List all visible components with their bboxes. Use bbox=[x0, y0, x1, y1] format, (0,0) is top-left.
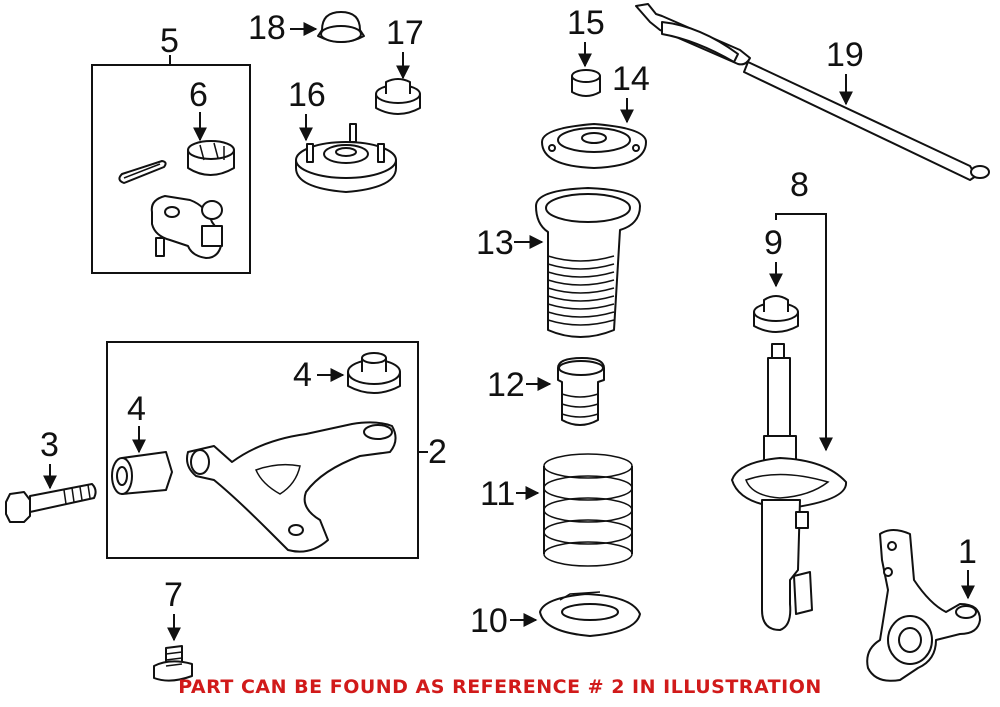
steering-knuckle[interactable] bbox=[866, 529, 981, 682]
bolt-7-group: 7 bbox=[153, 576, 193, 682]
callout-6[interactable]: 6 bbox=[189, 76, 208, 114]
bump-stop[interactable] bbox=[557, 357, 605, 426]
stabilizer-link-group: 19 bbox=[635, 3, 990, 181]
spring-lower-insulator[interactable] bbox=[539, 591, 641, 637]
callout-8[interactable]: 8 bbox=[790, 166, 809, 204]
callout-3[interactable]: 3 bbox=[40, 426, 59, 464]
callout-17[interactable]: 17 bbox=[386, 14, 424, 52]
callout-16[interactable]: 16 bbox=[288, 76, 326, 114]
callout-2[interactable]: 2 bbox=[428, 433, 447, 471]
front-bushing[interactable] bbox=[111, 451, 173, 495]
ball-joint-kit-group: 5 6 bbox=[91, 22, 251, 274]
upper-mount-group: 18 17 16 bbox=[248, 9, 424, 193]
castle-nut[interactable] bbox=[187, 140, 235, 176]
spring-stack-group: 15 14 13 12 11 bbox=[470, 4, 650, 640]
callout-9[interactable]: 9 bbox=[764, 224, 783, 262]
callout-4-upper[interactable]: 4 bbox=[293, 356, 312, 394]
bump-stop-cushion[interactable] bbox=[571, 69, 601, 97]
flange-bolt[interactable] bbox=[153, 645, 193, 682]
reference-note: PART CAN BE FOUND AS REFERENCE # 2 IN IL… bbox=[178, 676, 822, 698]
ball-joint[interactable] bbox=[150, 195, 223, 259]
callout-12[interactable]: 12 bbox=[487, 366, 525, 404]
callout-18[interactable]: 18 bbox=[248, 9, 286, 47]
strut-group: 8 9 bbox=[731, 166, 848, 631]
strut-upper-mount[interactable] bbox=[295, 123, 397, 193]
dust-cap[interactable] bbox=[317, 11, 365, 43]
lower-control-arm-frame bbox=[106, 341, 419, 559]
lower-control-arm-group: 2 4 4 bbox=[106, 341, 447, 559]
lower-control-arm[interactable] bbox=[186, 421, 397, 553]
strut-assembly[interactable] bbox=[731, 343, 848, 631]
strut-nut[interactable] bbox=[753, 295, 799, 333]
callout-4-lower[interactable]: 4 bbox=[127, 390, 146, 428]
cotter-pin[interactable] bbox=[118, 160, 167, 184]
rear-bushing[interactable] bbox=[347, 352, 401, 394]
callout-11[interactable]: 11 bbox=[480, 475, 515, 513]
dust-boot[interactable] bbox=[535, 187, 641, 338]
knuckle-group: 1 bbox=[866, 529, 981, 682]
callout-5[interactable]: 5 bbox=[160, 22, 179, 60]
spring-upper-seat[interactable] bbox=[541, 123, 647, 169]
coil-spring[interactable] bbox=[543, 453, 633, 567]
stabilizer-link[interactable] bbox=[635, 3, 990, 181]
callout-19[interactable]: 19 bbox=[826, 36, 864, 74]
callout-7[interactable]: 7 bbox=[164, 576, 183, 614]
callout-1[interactable]: 1 bbox=[958, 533, 977, 571]
bolt[interactable] bbox=[5, 483, 97, 523]
mount-nut[interactable] bbox=[375, 78, 421, 115]
callout-10[interactable]: 10 bbox=[470, 602, 508, 640]
callout-13[interactable]: 13 bbox=[476, 224, 514, 262]
bolt-group: 3 bbox=[5, 426, 97, 523]
callout-15[interactable]: 15 bbox=[567, 4, 605, 42]
callout-14[interactable]: 14 bbox=[612, 60, 650, 98]
